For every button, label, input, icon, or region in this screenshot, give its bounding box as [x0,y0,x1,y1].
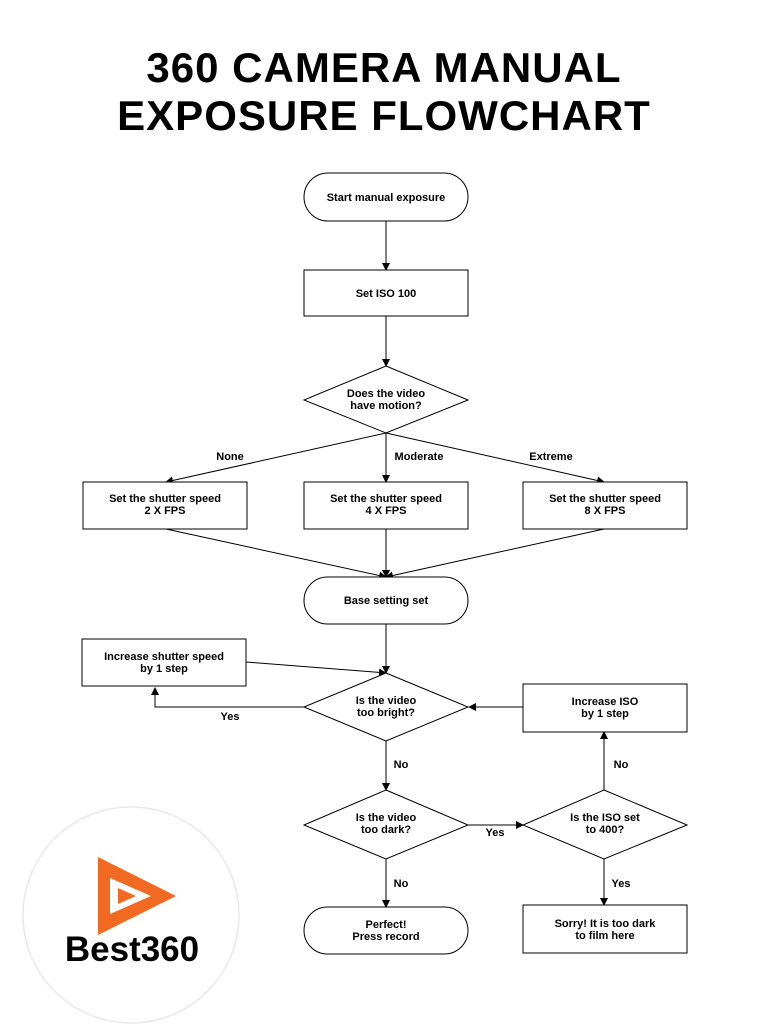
decision-too-bright-line1: Is the video [356,695,417,707]
page-title: 360 CAMERA MANUAL EXPOSURE FLOWCHART [0,44,768,140]
connectors [151,221,608,908]
edge-label-none: None [216,451,244,463]
edge-label-iso-no: No [614,759,629,771]
node-shutter-2x: Set the shutter speed 2 X FPS [82,481,248,530]
node-perfect-line1: Perfect! [366,919,407,931]
decision-motion-line1: Does the video [347,388,426,400]
node-start-text: Start manual exposure [327,192,446,204]
edge-shutter2-base [165,528,387,580]
edge-label-extreme: Extreme [529,451,572,463]
node-start: Start manual exposure [303,172,469,222]
decision-iso-400: Is the ISO set to 400? [521,789,689,860]
node-too-dark-line1: Sorry! It is too dark [555,918,657,930]
decision-too-dark: Is the video too dark? [302,789,470,860]
node-shutter-8x-line1: Set the shutter speed [549,493,661,505]
title-line-1: 360 CAMERA MANUAL [146,44,622,91]
node-too-dark: Sorry! It is too dark to film here [522,904,688,954]
node-shutter-4x-line1: Set the shutter speed [330,493,442,505]
edge-label-dark-yes: Yes [486,827,505,839]
edge-label-bright-yes: Yes [221,711,240,723]
edge-label-moderate: Moderate [395,451,444,463]
node-perfect-line2: Press record [352,931,419,943]
decision-motion: Does the video have motion? [302,365,470,434]
edge-label-iso-yes: Yes [612,878,631,890]
node-shutter-2x-line2: 2 X FPS [145,505,186,517]
node-shutter-2x-line1: Set the shutter speed [109,493,221,505]
node-perfect: Perfect! Press record [303,906,469,955]
node-increase-shutter-line2: by 1 step [140,663,188,675]
title-line-2: EXPOSURE FLOWCHART [117,92,651,139]
node-too-dark-line2: to film here [575,930,634,942]
node-increase-iso-line1: Increase ISO [572,696,639,708]
decision-too-dark-line1: Is the video [356,812,417,824]
edge-motion-none [165,432,387,485]
edge-bright-yes [151,687,304,708]
decision-too-bright-line2: too bright? [357,707,415,719]
brand-logo [22,806,240,1024]
decision-iso-400-line2: to 400? [586,824,625,836]
node-shutter-8x: Set the shutter speed 8 X FPS [522,481,688,530]
node-shutter-4x-line2: 4 X FPS [366,505,407,517]
node-increase-iso: Increase ISO by 1 step [522,683,688,733]
edge-label-bright-no: No [394,759,409,771]
decision-iso-400-line1: Is the ISO set [570,812,640,824]
decision-motion-line2: have motion? [350,400,422,412]
edge-label-dark-no: No [394,878,409,890]
node-shutter-4x: Set the shutter speed 4 X FPS [303,481,469,530]
node-set-iso-100: Set ISO 100 [303,269,469,317]
node-increase-shutter-line1: Increase shutter speed [104,651,224,663]
node-increase-shutter: Increase shutter speed by 1 step [81,638,247,687]
edge-shutter8-base [385,528,605,580]
node-base-setting-text: Base setting set [344,595,429,607]
decision-too-bright: Is the video too bright? [302,672,470,742]
edge-motion-extreme [385,432,605,485]
play-logo-icon [98,857,176,935]
node-set-iso-100-text: Set ISO 100 [356,288,417,300]
logo-wordmark: Best360 [64,930,200,969]
edge-incshutter-bright [245,661,387,677]
node-shutter-8x-line2: 8 X FPS [585,505,626,517]
node-increase-iso-line2: by 1 step [581,708,629,720]
decision-too-dark-line2: too dark? [361,824,411,836]
node-base-setting: Base setting set [303,576,469,625]
